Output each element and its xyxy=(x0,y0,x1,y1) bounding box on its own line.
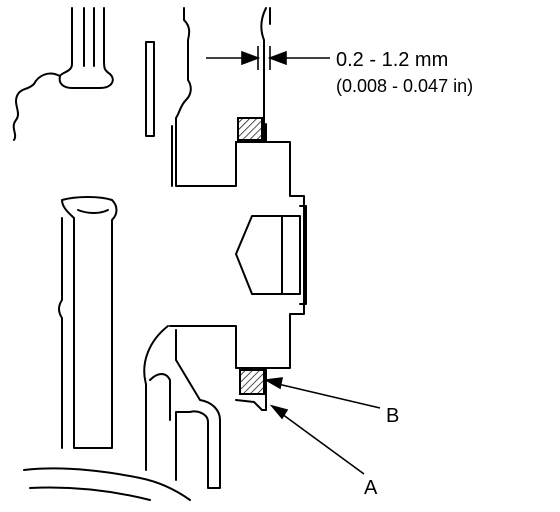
label-b: B xyxy=(386,405,399,427)
shaft-body xyxy=(235,141,307,369)
lower-housing xyxy=(143,325,267,489)
lower-shim xyxy=(239,369,265,395)
clearance-in-label: (0.008 - 0.047 in) xyxy=(336,76,473,96)
upper-shim xyxy=(237,117,263,141)
upper-fork xyxy=(12,7,114,141)
clearance-dimension xyxy=(206,46,330,70)
lower-fork xyxy=(23,196,191,501)
label-a: A xyxy=(364,477,378,499)
leader-a xyxy=(269,404,365,475)
leader-b xyxy=(263,377,381,409)
clearance-mm-label: 0.2 - 1.2 mm xyxy=(336,49,448,71)
upper-housing xyxy=(145,7,271,187)
